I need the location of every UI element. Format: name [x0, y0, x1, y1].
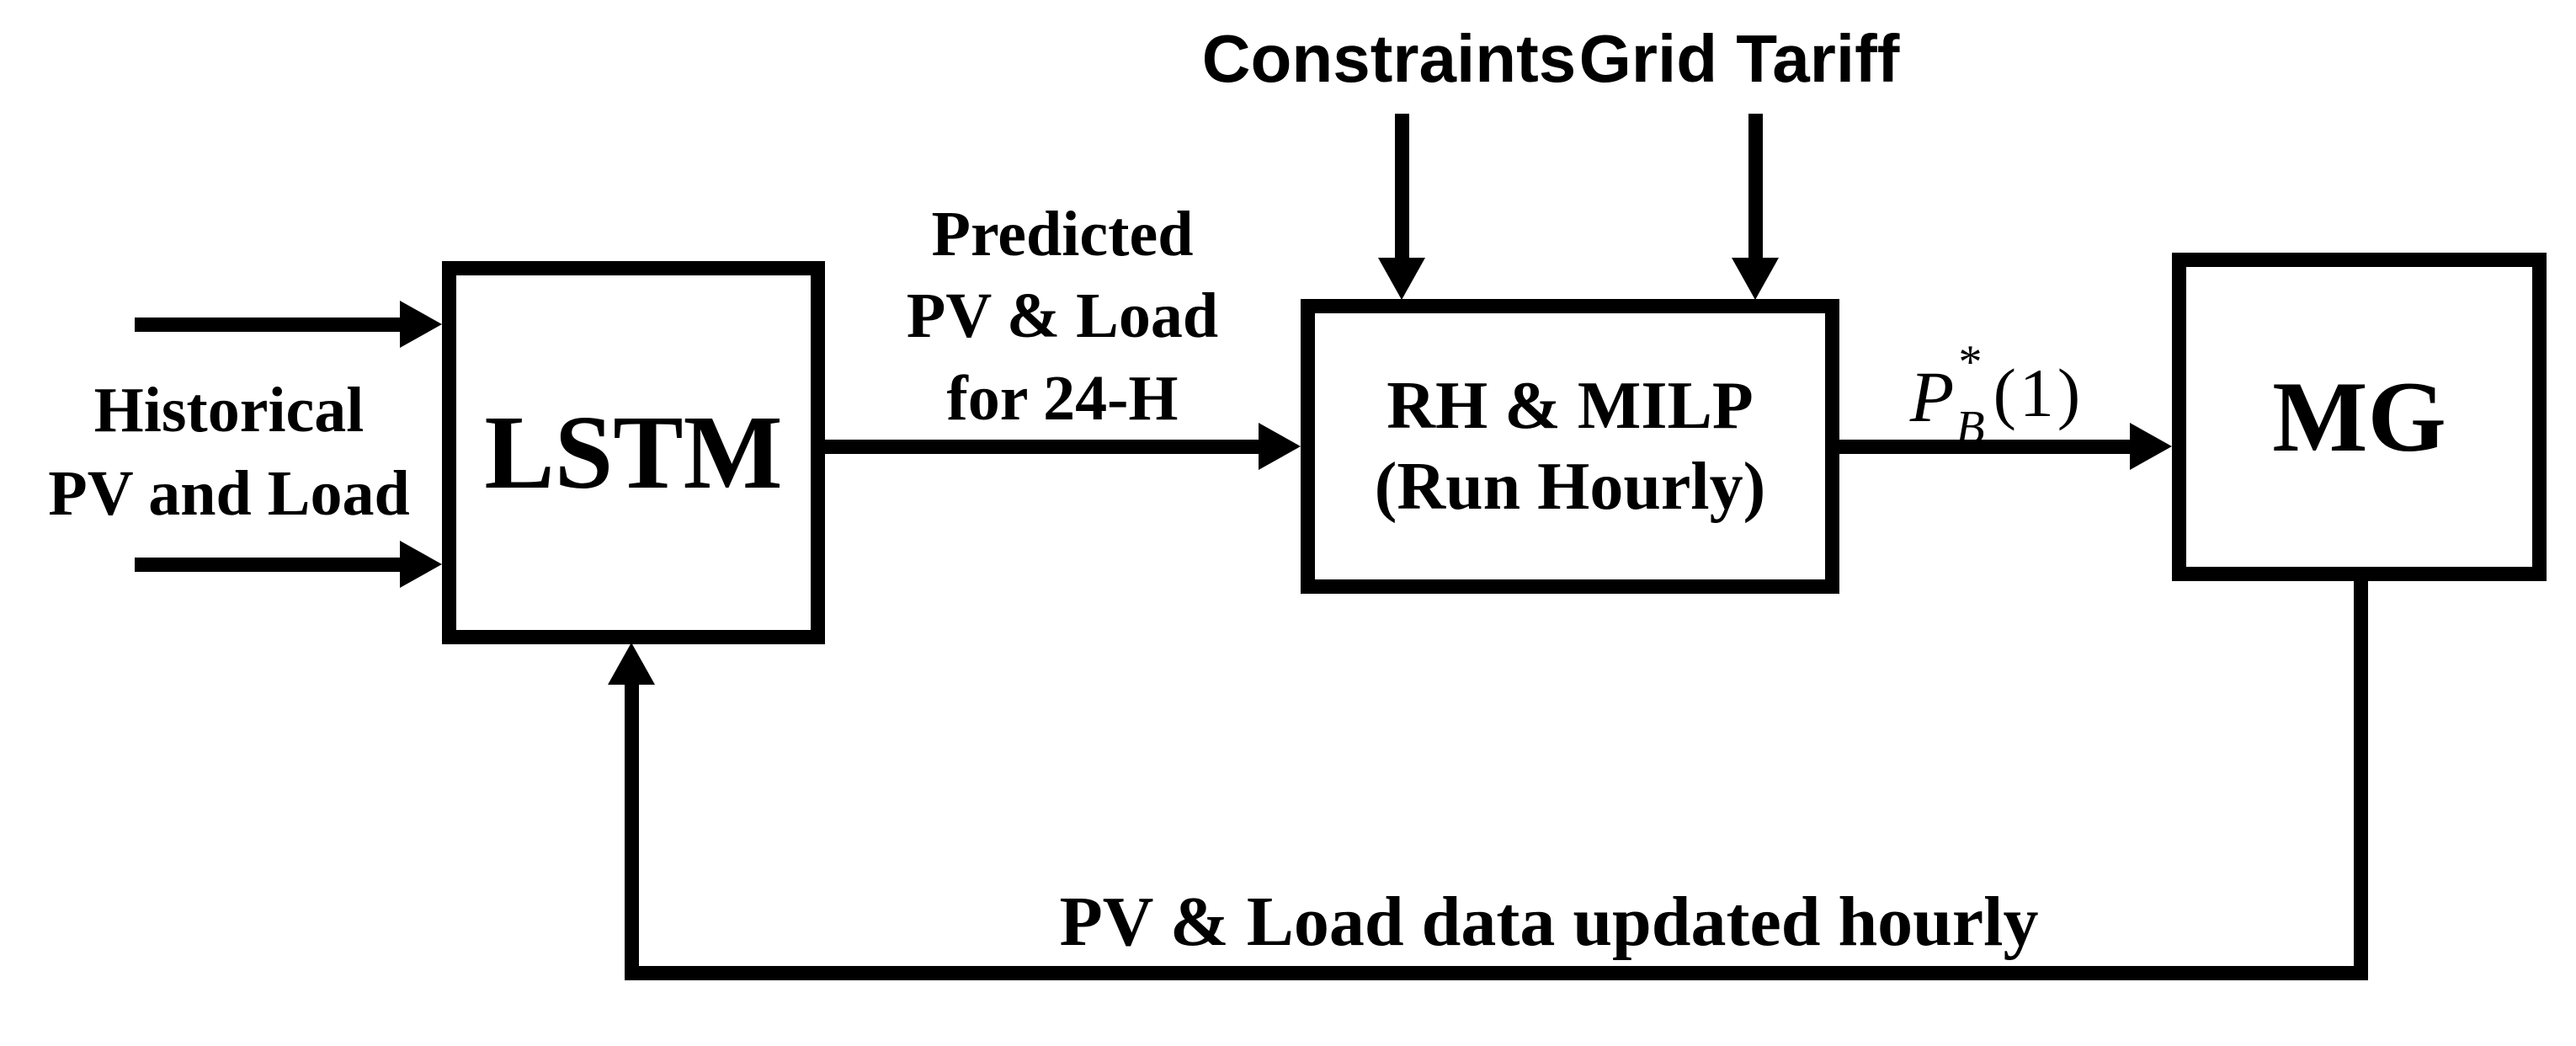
power-setpoint-base: P [1909, 356, 1955, 437]
predicted-edge-line1: Predicted [931, 199, 1194, 270]
historical-arrow-top-head [400, 301, 442, 348]
mg-block: MG [2172, 253, 2547, 581]
feedback-arrowhead [608, 643, 655, 685]
rh-milp-label-line1: RH & MILP [1386, 369, 1754, 443]
predicted-edge-line2: PV & Load [906, 280, 1219, 352]
grid-tariff-label: Grid Tariff [1578, 21, 1900, 96]
feedback-stem-from-mg [2354, 581, 2368, 980]
lstm-to-rh-arrowhead [1259, 423, 1301, 470]
constraints-label: Constraints [1201, 21, 1577, 96]
predicted-edge-label: Predicted PV & Load for 24-H [907, 194, 1218, 440]
grid-tariff-arrow-shaft [1748, 114, 1763, 260]
historical-arrow-top-shaft [135, 318, 404, 332]
lstm-block-label: LSTM [484, 394, 783, 511]
power-setpoint-argument: (1) [1993, 355, 2084, 431]
rh-to-mg-arrowhead [2130, 423, 2172, 470]
power-setpoint-superscript: * [1958, 336, 1983, 388]
rh-milp-label-line2: (Run Hourly) [1374, 450, 1766, 524]
lstm-block: LSTM [442, 261, 825, 644]
constraints-arrow-shaft [1395, 114, 1409, 260]
feedback-edge-label: PV & Load data updated hourly [1059, 883, 2039, 961]
feedback-bottom-line [625, 966, 2368, 980]
mg-block-label: MG [2272, 360, 2446, 472]
historical-input-line2: PV and Load [48, 457, 410, 529]
historical-arrow-bottom-shaft [135, 558, 404, 572]
lstm-to-rh-arrow-shaft [825, 440, 1262, 454]
constraints-arrowhead [1378, 258, 1425, 300]
feedback-up-shaft [625, 682, 639, 966]
historical-input-line1: Historical [93, 375, 365, 446]
predicted-edge-line3: for 24-H [946, 362, 1179, 434]
rh-to-mg-arrow-shaft [1839, 440, 2133, 454]
grid-tariff-arrowhead [1732, 258, 1779, 300]
historical-input-label: Historical PV and Load [48, 369, 409, 536]
historical-arrow-bottom-head [400, 541, 442, 588]
power-setpoint-scripts: * B [1956, 339, 1984, 451]
rh-milp-block: RH & MILP (Run Hourly) [1301, 299, 1839, 594]
power-setpoint-label: P * B (1) [1910, 339, 2084, 451]
rh-milp-block-label: RH & MILP (Run Hourly) [1375, 366, 1766, 527]
